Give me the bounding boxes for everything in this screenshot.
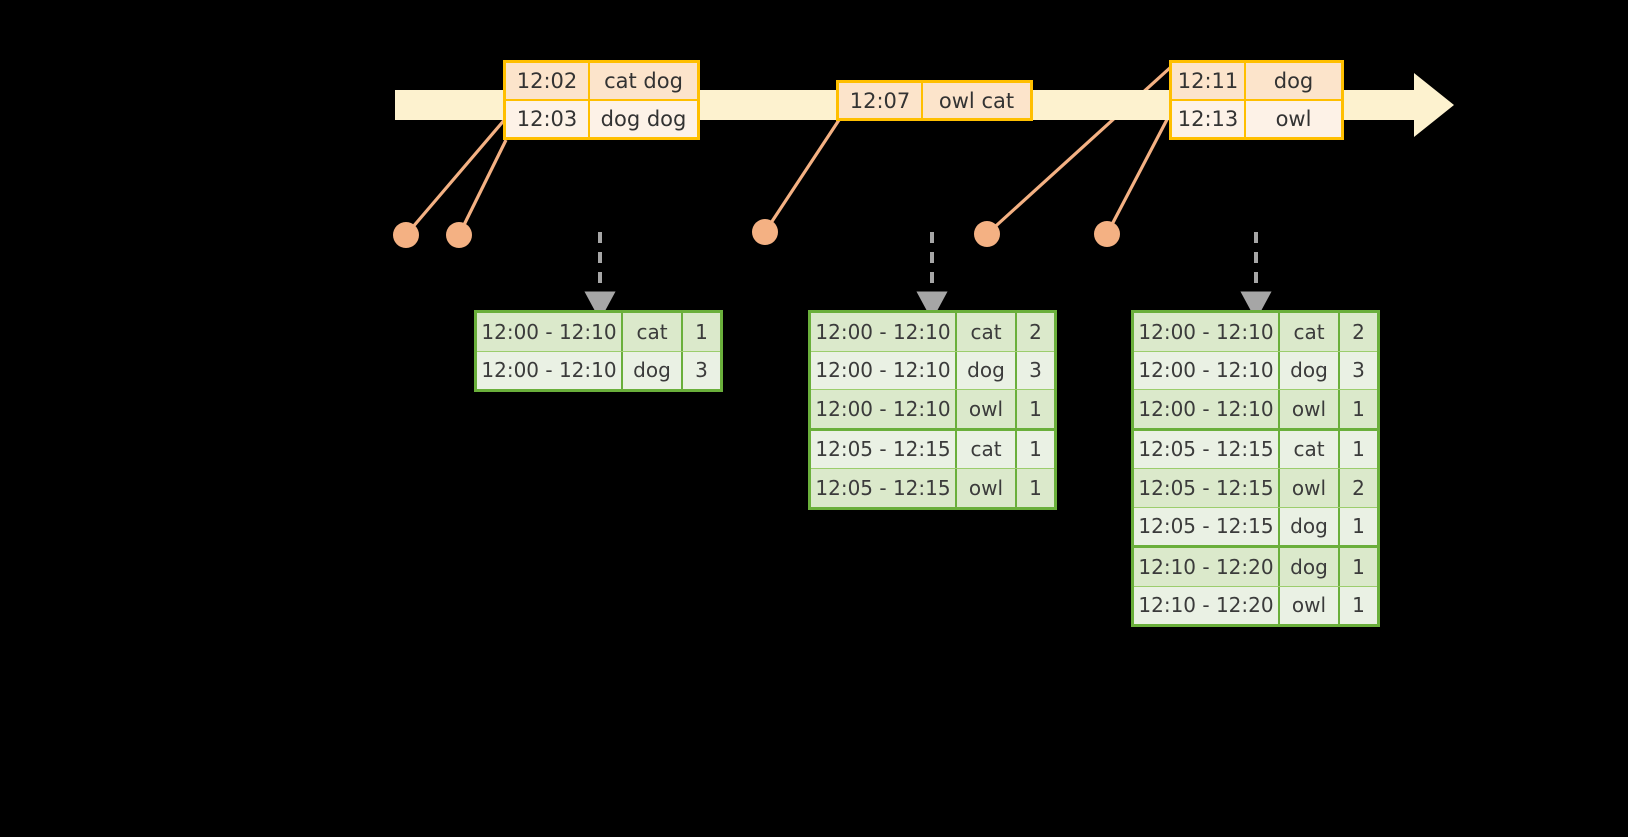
cell-window: 12:05 - 12:15 <box>811 469 957 507</box>
cell-word: owl <box>957 469 1017 507</box>
cell-window: 12:00 - 12:10 <box>1134 351 1280 389</box>
timeline-arrow-head <box>1414 73 1454 137</box>
cell-window: 12:05 - 12:15 <box>811 430 957 468</box>
connector-12-11-dot[interactable] <box>974 221 1000 247</box>
cell-count: 2 <box>1340 313 1377 351</box>
connector-12-03-dot[interactable] <box>446 222 472 248</box>
connector-12-13-dot[interactable] <box>1094 221 1120 247</box>
cell-word: cat <box>623 313 683 351</box>
event-time: 12:03 <box>506 101 590 137</box>
event-time: 12:13 <box>1172 101 1246 137</box>
cell-word: cat <box>1280 430 1340 468</box>
cell-count: 1 <box>1017 430 1054 468</box>
event-time: 12:07 <box>839 83 923 118</box>
cell-word: dog <box>957 351 1017 389</box>
cell-count: 3 <box>683 351 720 389</box>
cell-count: 1 <box>1340 507 1377 545</box>
connector-12-03 <box>457 139 508 236</box>
cell-count: 1 <box>683 313 720 351</box>
cell-window: 12:05 - 12:15 <box>1134 469 1280 507</box>
cell-window: 12:00 - 12:10 <box>811 313 957 351</box>
cell-window: 12:10 - 12:20 <box>1134 548 1280 586</box>
connector-12-13 <box>1105 109 1174 235</box>
cell-word: dog <box>1280 351 1340 389</box>
event-time: 12:11 <box>1172 63 1246 99</box>
cell-count: 2 <box>1017 313 1054 351</box>
event-words: dog dog <box>600 107 687 131</box>
event-words: owl cat <box>938 88 1015 113</box>
cell-count: 1 <box>1340 548 1377 586</box>
event-row[interactable]: 12:13 owl <box>1172 99 1341 137</box>
cell-window: 12:00 - 12:10 <box>811 351 957 389</box>
cell-word: owl <box>1280 390 1340 428</box>
cell-word: cat <box>1280 313 1340 351</box>
cell-window: 12:00 - 12:10 <box>477 313 623 351</box>
cell-word: owl <box>957 390 1017 428</box>
cell-word: dog <box>1280 548 1340 586</box>
event-time: 12:02 <box>506 63 590 99</box>
cell-count: 1 <box>1017 469 1054 507</box>
cell-count: 2 <box>1340 469 1377 507</box>
event-row[interactable]: 12:02 cat dog <box>506 63 697 99</box>
cell-window: 12:05 - 12:15 <box>1134 430 1280 468</box>
cell-count: 3 <box>1017 351 1054 389</box>
cell-count: 1 <box>1017 390 1054 428</box>
cell-word: cat <box>957 313 1017 351</box>
cell-count: 1 <box>1340 430 1377 468</box>
cell-word: owl <box>1280 469 1340 507</box>
event-row[interactable]: 12:07 owl cat <box>839 83 1030 118</box>
event-words: cat dog <box>604 69 683 93</box>
cell-window: 12:05 - 12:15 <box>1134 507 1280 545</box>
cell-word: cat <box>957 430 1017 468</box>
cell-count: 3 <box>1340 351 1377 389</box>
connector-12-07 <box>763 119 841 233</box>
event-box-group-b[interactable]: 12:07 owl cat <box>836 80 1033 121</box>
event-box-group-c[interactable]: 12:11 dog 12:13 owl <box>1169 60 1344 140</box>
connector-12-07-dot[interactable] <box>752 219 778 245</box>
event-words: dog <box>1273 69 1314 93</box>
event-words: owl <box>1275 107 1312 131</box>
event-row[interactable]: 12:11 dog <box>1172 63 1341 99</box>
window-emit-arrows <box>584 232 1272 321</box>
event-box-group-a[interactable]: 12:02 cat dog 12:03 dog dog <box>503 60 700 140</box>
cell-count: 1 <box>1340 390 1377 428</box>
cell-window: 12:00 - 12:10 <box>1134 390 1280 428</box>
connector-12-02-dot[interactable] <box>393 222 419 248</box>
cell-window: 12:00 - 12:10 <box>1134 313 1280 351</box>
cell-window: 12:10 - 12:20 <box>1134 586 1280 624</box>
cell-word: dog <box>1280 507 1340 545</box>
cell-word: dog <box>623 351 683 389</box>
cell-word: owl <box>1280 586 1340 624</box>
cell-count: 1 <box>1340 586 1377 624</box>
cell-window: 12:00 - 12:10 <box>477 351 623 389</box>
connector-12-02 <box>404 116 508 237</box>
cell-window: 12:00 - 12:10 <box>811 390 957 428</box>
event-row[interactable]: 12:03 dog dog <box>506 99 697 137</box>
